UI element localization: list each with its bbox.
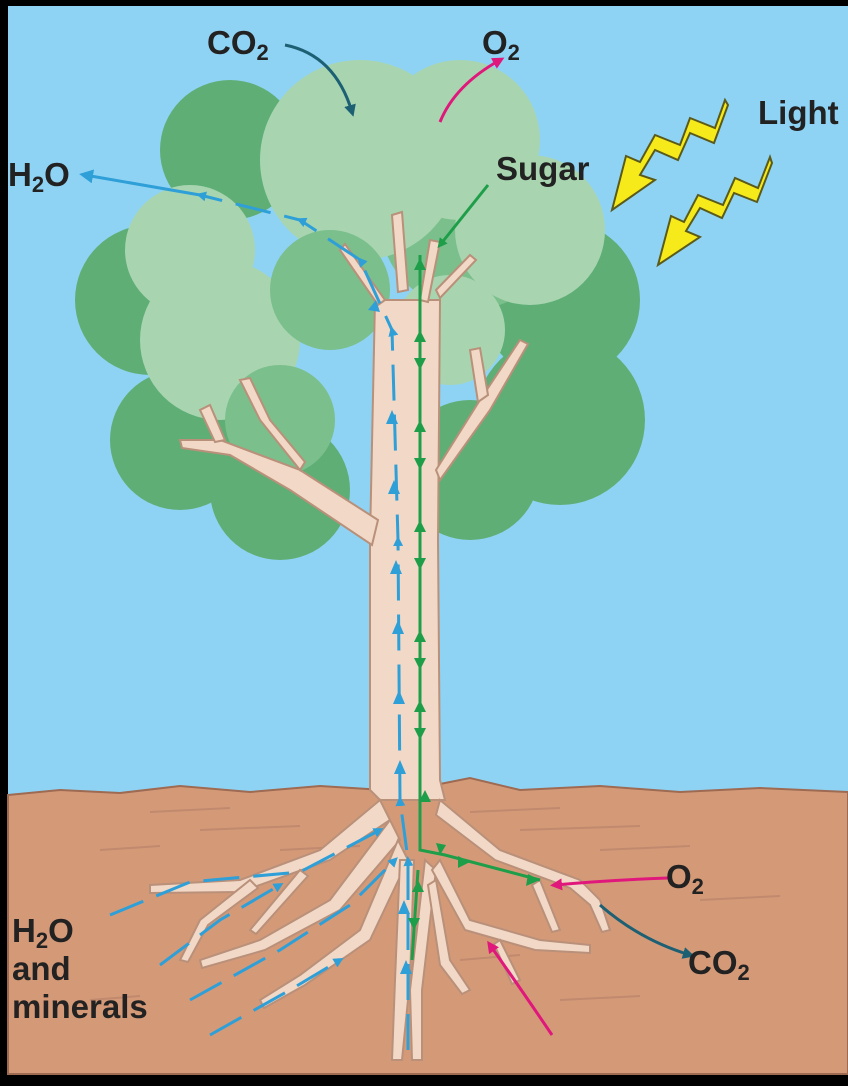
light-label: Light [758, 96, 839, 129]
o2-top-label: O2 [482, 26, 520, 59]
sugar-label: Sugar [496, 152, 590, 185]
o2-root-label: O2 [666, 860, 704, 893]
co2-root-label: CO2 [688, 946, 750, 979]
co2-top-label: CO2 [207, 26, 269, 59]
h2o-minerals-line3: minerals [12, 988, 148, 1026]
h2o-out-label: H2O [8, 158, 70, 191]
h2o-minerals-line2: and [12, 950, 148, 988]
h2o-minerals-line1: H2O [12, 912, 148, 950]
h2o-minerals-label: H2O and minerals [12, 912, 148, 1026]
